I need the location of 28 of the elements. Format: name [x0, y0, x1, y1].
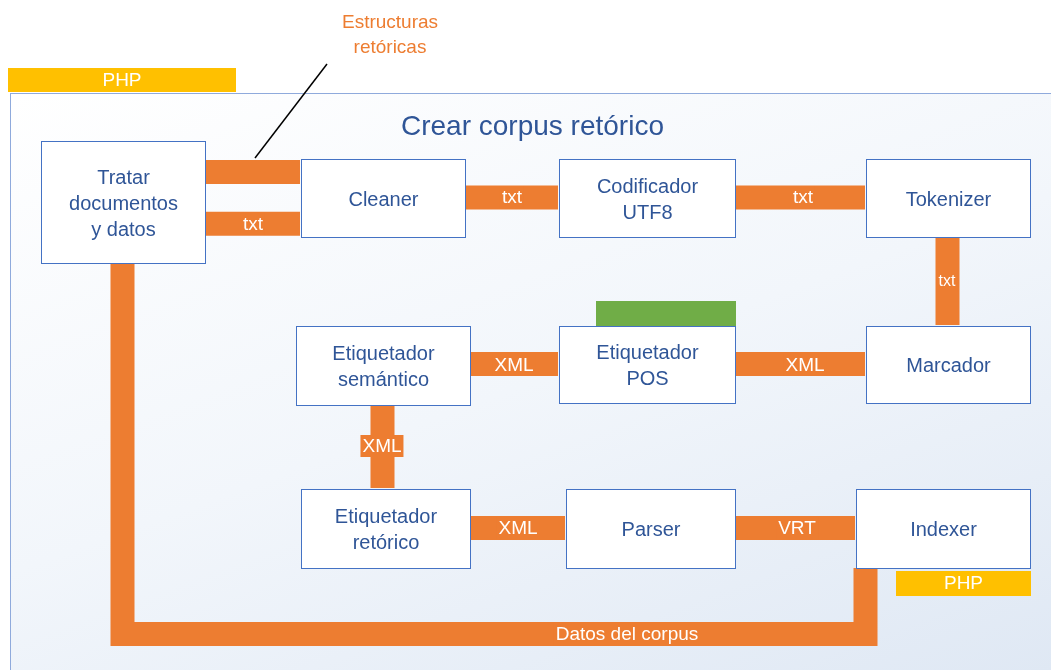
- container-title: Crear corpus retórico: [401, 109, 664, 143]
- tag-label: PHP: [8, 68, 236, 92]
- connector-bar: [205, 211, 300, 236]
- tag-label: PHP: [896, 571, 1031, 596]
- edge-label: XML: [360, 435, 404, 457]
- connector-bar: [110, 263, 878, 646]
- connector-bar: [935, 237, 960, 325]
- process-box: Etiquetador retórico: [301, 489, 471, 569]
- process-box: Etiquetador POS: [559, 326, 736, 404]
- callout-text: Estructuras retóricas: [340, 10, 440, 59]
- connector-bar: [370, 405, 395, 488]
- process-box: Indexer: [856, 489, 1031, 569]
- process-box: Codificador UTF8: [559, 159, 736, 238]
- process-box: Tratar documentos y datos: [41, 141, 206, 264]
- process-box: Marcador: [866, 326, 1031, 404]
- connector-bar: [470, 352, 558, 376]
- connector-bar: [470, 516, 565, 540]
- leader-line: [254, 63, 328, 159]
- connector-bar: [735, 516, 855, 540]
- connector-bar: [735, 352, 865, 376]
- connector-bar: [735, 185, 865, 210]
- connector-bar: [465, 185, 558, 210]
- process-box: Tokenizer: [866, 159, 1031, 238]
- process-container: [10, 93, 1051, 670]
- process-box: Cleaner: [301, 159, 466, 238]
- process-box: Etiquetador semántico: [296, 326, 471, 406]
- tag-bar: [596, 301, 736, 326]
- process-box: Parser: [566, 489, 736, 569]
